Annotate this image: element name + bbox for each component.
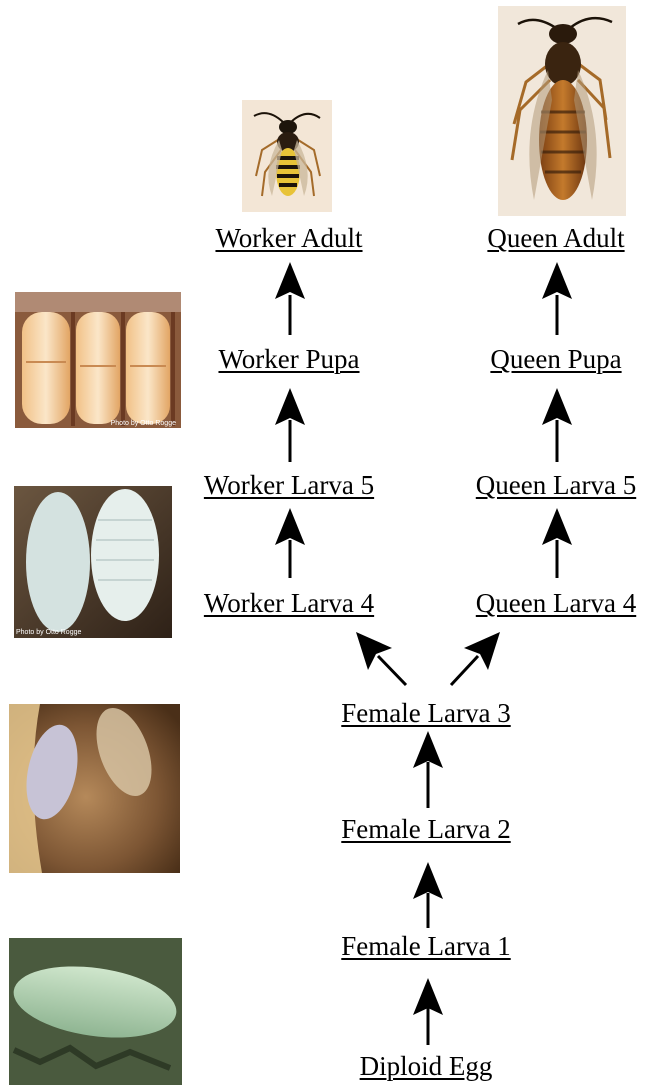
pupa-photo: Photo by Otto Rogge: [15, 292, 181, 428]
worker-head: [279, 120, 297, 134]
pupa-comb-top: [15, 292, 181, 312]
arrow-larva2-to-larva3: [413, 731, 443, 808]
queen-adult-photo: [498, 6, 626, 216]
egg-photo: [9, 701, 180, 873]
label-worker-larva-4: Worker Larva 4: [204, 587, 374, 619]
larva-1-photo: [9, 938, 182, 1085]
label-queen-larva-5: Queen Larva 5: [476, 469, 636, 501]
worker-adult-photo: [242, 100, 332, 212]
arrow-worker-larva4-to-larva5: [275, 508, 305, 578]
arrow-queen-larva5-to-pupa: [542, 388, 572, 462]
arrow-queen-larva4-to-larva5: [542, 508, 572, 578]
arrow-larva1-to-larva2: [413, 862, 443, 928]
arrows: [275, 262, 572, 1045]
arrow-larva3-to-queen-larva4: [451, 632, 500, 685]
pupa-cell-2: [76, 312, 120, 424]
arrow-worker-pupa-to-adult: [275, 262, 305, 335]
label-queen-adult: Queen Adult: [487, 222, 624, 254]
larva-right: [91, 489, 159, 621]
label-female-larva-3: Female Larva 3: [341, 697, 510, 729]
label-worker-pupa: Worker Pupa: [218, 343, 359, 375]
larva-photo-credit: Photo by Otto Rogge: [16, 629, 81, 636]
pupa-cell-1: [22, 312, 70, 424]
label-female-larva-1: Female Larva 1: [341, 930, 510, 962]
queen-thorax: [545, 42, 581, 86]
pupa-photo-credit: Photo by Otto Rogge: [111, 420, 176, 427]
larva-photo: Photo by Otto Rogge: [14, 486, 172, 638]
larva-left: [26, 492, 90, 632]
label-worker-larva-5: Worker Larva 5: [204, 469, 374, 501]
arrow-egg-to-larva1: [413, 978, 443, 1045]
arrow-larva3-to-worker-larva4: [356, 632, 406, 685]
queen-head: [549, 24, 577, 44]
label-diploid-egg: Diploid Egg: [360, 1050, 493, 1082]
label-female-larva-2: Female Larva 2: [341, 813, 510, 845]
label-queen-larva-4: Queen Larva 4: [476, 587, 636, 619]
label-worker-adult: Worker Adult: [215, 222, 362, 254]
label-queen-pupa: Queen Pupa: [490, 343, 621, 375]
arrow-worker-larva5-to-pupa: [275, 388, 305, 462]
arrow-queen-pupa-to-adult: [542, 262, 572, 335]
pupa-cell-3: [126, 312, 170, 424]
